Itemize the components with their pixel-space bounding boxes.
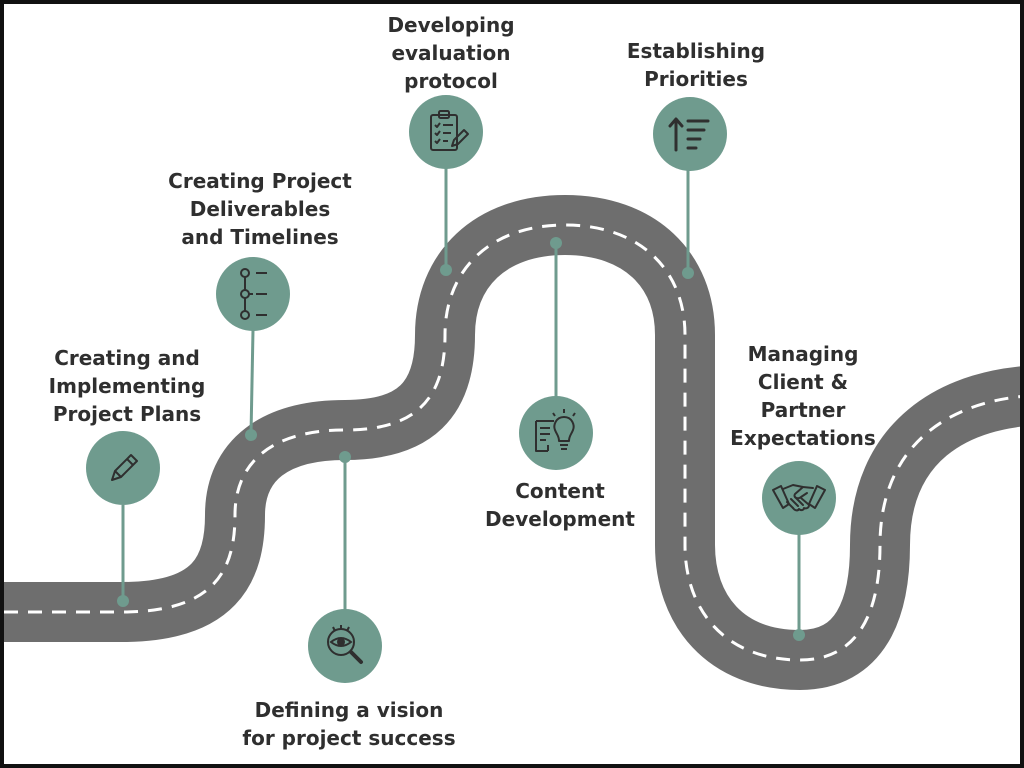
- milestone-content-development: [519, 237, 593, 470]
- document-lightbulb-icon: [535, 409, 576, 452]
- road-marker-dot: [245, 429, 257, 441]
- label-line: Development: [485, 507, 635, 531]
- label-line: Project Plans: [52, 402, 202, 426]
- label-client-expectations: Managing Client & Partner Expectations: [708, 340, 898, 452]
- label-line: Client &: [757, 370, 849, 394]
- label-line: Implementing: [48, 374, 206, 398]
- label-line: Establishing: [626, 39, 766, 63]
- label-line: Managing: [747, 342, 859, 366]
- label-deliverables-timelines: Creating Project Deliverables and Timeli…: [136, 167, 384, 251]
- milestone-evaluation-protocol: [409, 95, 483, 276]
- label-project-plans: Creating and Implementing Project Plans: [22, 344, 232, 428]
- road-marker-dot: [440, 264, 452, 276]
- label-line: protocol: [404, 69, 498, 93]
- label-priorities: Establishing Priorities: [596, 37, 796, 93]
- label-vision: Defining a vision for project success: [204, 696, 494, 752]
- eye-magnifier-icon: [327, 625, 363, 664]
- label-line: Priorities: [644, 67, 748, 91]
- pencil-icon: [111, 454, 138, 481]
- handshake-icon: [772, 484, 826, 512]
- label-line: for project success: [242, 726, 456, 750]
- label-line: Creating and: [54, 346, 200, 370]
- clipboard-checklist-icon: [430, 110, 469, 151]
- label-line: and Timelines: [181, 225, 339, 249]
- road-marker-dot: [117, 595, 129, 607]
- road-marker-dot: [339, 451, 351, 463]
- label-line: Developing: [387, 13, 515, 37]
- road-marker-dot: [682, 267, 694, 279]
- label-content-development: Content Development: [460, 477, 660, 533]
- label-line: Deliverables: [189, 197, 331, 221]
- milestone-badge: [86, 431, 160, 505]
- milestone-vision: [308, 451, 382, 683]
- milestone-priorities: [653, 97, 727, 279]
- road-lane-marking: [4, 223, 1020, 662]
- road: [4, 194, 1020, 691]
- milestone-badge: [653, 97, 727, 171]
- label-line: Expectations: [730, 426, 876, 450]
- connector-line: [249, 329, 255, 436]
- road-marker-dot: [793, 629, 805, 641]
- milestone-deliverables-timelines: [216, 257, 290, 441]
- timeline-list-icon: [240, 268, 267, 320]
- label-line: Content: [515, 479, 605, 503]
- milestone-project-plans: [86, 431, 160, 607]
- label-line: Creating Project: [168, 169, 352, 193]
- milestone-client-expectations: [762, 461, 836, 641]
- label-line: evaluation: [391, 41, 511, 65]
- label-evaluation-protocol: Developing evaluation protocol: [356, 11, 546, 95]
- label-line: Defining a vision: [254, 698, 444, 722]
- road-marker-dot: [550, 237, 562, 249]
- roadmap-diagram: [4, 95, 1020, 691]
- label-line: Partner: [760, 398, 846, 422]
- priority-sort-icon: [668, 117, 710, 152]
